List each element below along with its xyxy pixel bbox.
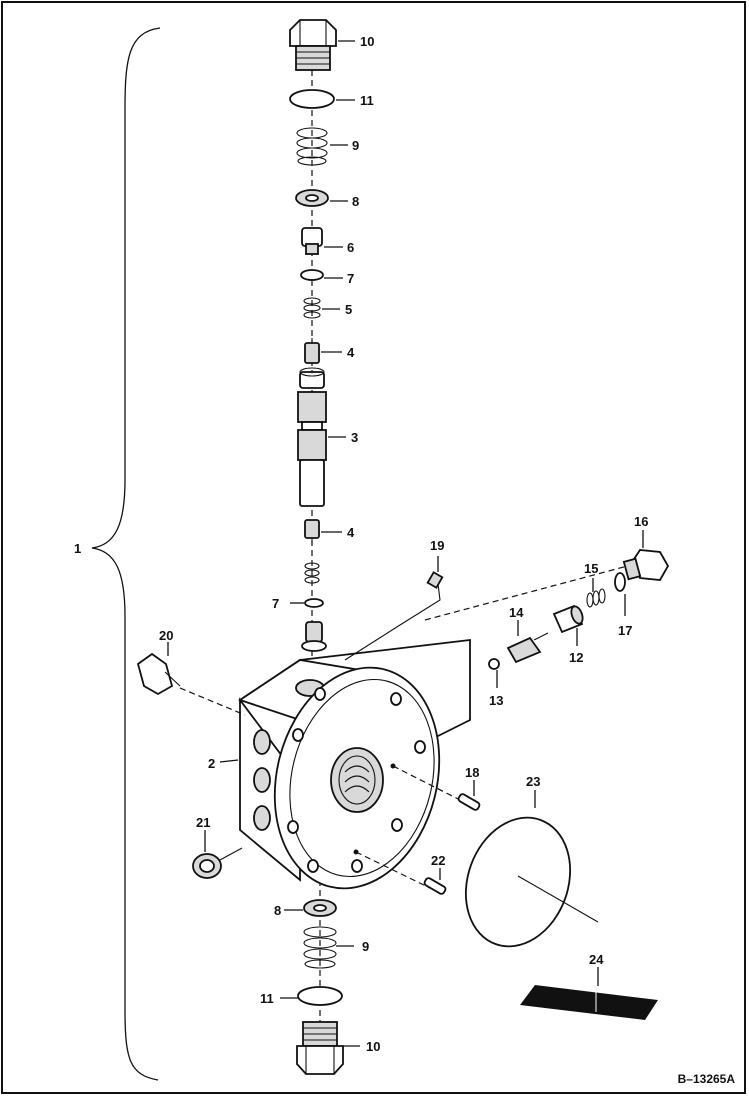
side-plug	[192, 847, 243, 879]
callout-13: 13	[489, 693, 503, 708]
o-ring-small-lower	[304, 598, 324, 608]
relief-poppet	[506, 632, 549, 664]
leader-lines	[167, 40, 644, 1047]
callout-8-top: 8	[352, 194, 359, 209]
callout-11-top: 11	[360, 93, 374, 108]
relief-spring	[586, 588, 606, 608]
o-ring-top	[289, 89, 335, 109]
callout-12: 12	[569, 650, 583, 665]
callout-2: 2	[208, 756, 215, 771]
callout-20: 20	[159, 628, 173, 643]
relief-plug	[622, 549, 670, 581]
plug-bottom	[296, 1021, 344, 1075]
callout-24: 24	[589, 952, 604, 967]
relief-o-ring	[614, 572, 626, 592]
dowel-pin-lower	[355, 851, 447, 895]
valve-seat-lower	[304, 519, 320, 545]
spring-bottom	[303, 926, 337, 969]
callout-5: 5	[345, 302, 352, 317]
callout-21: 21	[196, 815, 210, 830]
valve-housing	[237, 638, 471, 890]
callout-4-top: 4	[347, 345, 355, 360]
seat-insert	[301, 621, 327, 652]
callout-17: 17	[618, 623, 632, 638]
o-ring-small-top	[300, 269, 324, 281]
spring-small-lower	[304, 562, 320, 584]
callout-11-bottom: 11	[260, 991, 274, 1006]
decal-strip	[520, 985, 658, 1020]
washer-top	[295, 189, 329, 207]
spool	[297, 367, 327, 507]
assembly-brace	[91, 27, 161, 1081]
valve-seat-top	[304, 338, 320, 364]
callout-10-bottom: 10	[366, 1039, 380, 1054]
large-o-ring	[464, 816, 599, 948]
callout-15: 15	[584, 561, 598, 576]
callout-9-bottom: 9	[362, 939, 369, 954]
callout-labels: 10 11 9 8 6 7 5 4 3 4 1 19 7 20 16 15 14…	[74, 34, 648, 1054]
washer-bottom	[303, 899, 337, 917]
callout-16: 16	[634, 514, 648, 529]
relief-sleeve	[552, 604, 584, 634]
callout-18: 18	[465, 765, 479, 780]
poppet	[301, 227, 323, 255]
callout-3: 3	[351, 430, 358, 445]
callout-7-top: 7	[347, 271, 354, 286]
plug-top	[289, 19, 337, 71]
callout-8-bottom: 8	[274, 903, 281, 918]
callout-7-lower: 7	[272, 596, 279, 611]
callout-4-lower: 4	[347, 525, 355, 540]
figure-id: B–13265A	[678, 1072, 736, 1086]
dowel-pin-upper	[392, 765, 481, 811]
callout-23: 23	[526, 774, 540, 789]
o-ring-bottom	[297, 986, 343, 1006]
relief-small-o-ring	[488, 658, 500, 670]
callout-19: 19	[430, 538, 444, 553]
cap-screw	[136, 652, 246, 716]
callout-9-top: 9	[352, 138, 359, 153]
spring-top	[296, 127, 328, 166]
callout-14: 14	[509, 605, 524, 620]
spring-small	[303, 297, 321, 319]
callout-22: 22	[431, 853, 445, 868]
callout-6: 6	[347, 240, 354, 255]
relief-axis	[424, 559, 651, 621]
callout-10-top: 10	[360, 34, 374, 49]
fitting-elbow	[344, 571, 444, 661]
callout-1: 1	[74, 541, 81, 556]
